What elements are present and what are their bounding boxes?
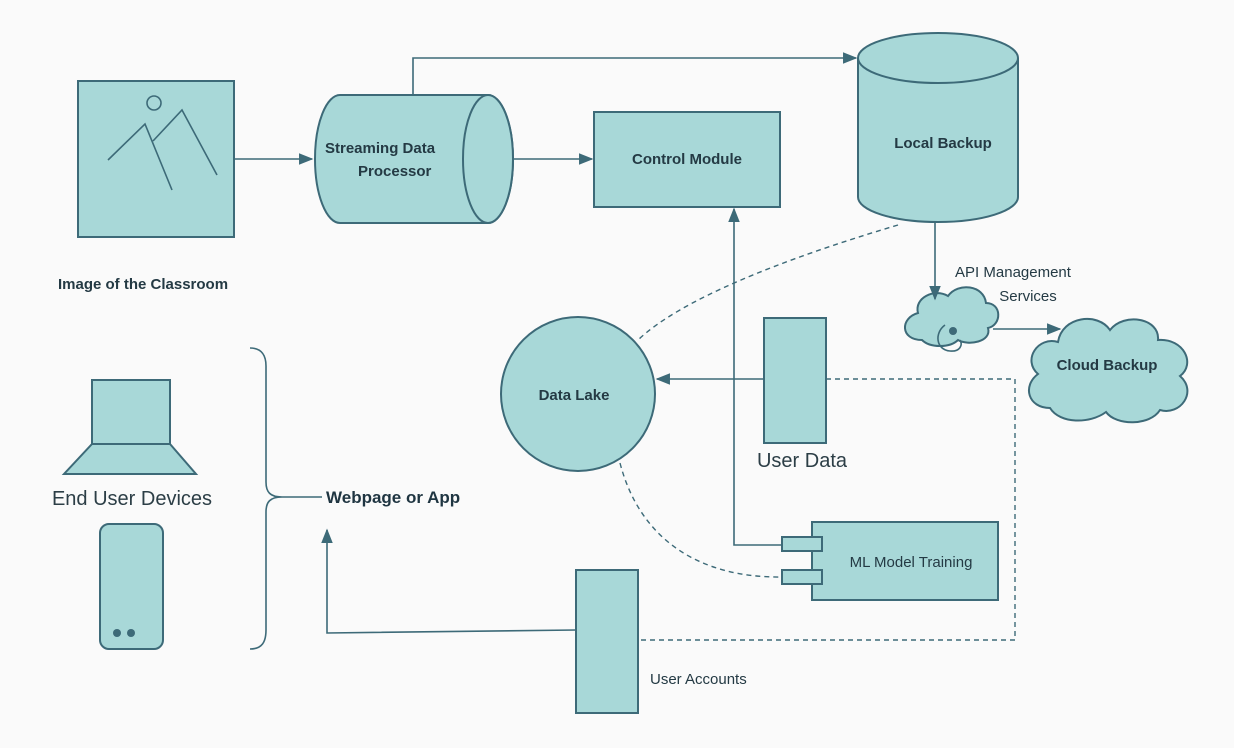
connectors bbox=[234, 52, 1062, 641]
user-data-label: User Data bbox=[757, 450, 848, 472]
api-management-node bbox=[904, 286, 1000, 352]
cloud-icon bbox=[904, 286, 1000, 347]
control-module-label: Control Module bbox=[632, 151, 742, 168]
user-accounts-label: User Accounts bbox=[650, 671, 747, 688]
data-lake-label: Data Lake bbox=[539, 387, 610, 404]
api-label-line1: API Management bbox=[955, 264, 1072, 281]
streaming-label-line2: Processor bbox=[358, 163, 432, 180]
devices-brace bbox=[249, 347, 283, 650]
end-user-devices-label: End User Devices bbox=[52, 488, 212, 510]
arrow-accounts-to-webpage bbox=[321, 528, 577, 634]
webpage-or-app-label: Webpage or App bbox=[326, 488, 460, 507]
local-backup-label: Local Backup bbox=[894, 135, 992, 152]
image-icon bbox=[107, 95, 218, 191]
dashed-userdata-to-accounts bbox=[638, 378, 1016, 641]
api-label-line2: Services bbox=[999, 288, 1057, 305]
ml-port-top bbox=[781, 536, 823, 552]
classroom-image-node bbox=[77, 80, 235, 238]
image-caption: Image of the Classroom bbox=[58, 276, 228, 293]
image-frame bbox=[77, 80, 235, 238]
arrow-ml-to-control bbox=[728, 207, 782, 546]
data-lake-node bbox=[500, 316, 656, 472]
streaming-data-processor-node bbox=[314, 94, 514, 224]
api-endpoint-dot bbox=[949, 327, 957, 335]
phone-icon bbox=[99, 523, 164, 650]
arrow-streaming-to-local-backup bbox=[412, 52, 858, 95]
streaming-label-line1: Streaming Data bbox=[325, 140, 436, 157]
dashed-local-to-datalake bbox=[637, 224, 899, 341]
laptop-icon bbox=[61, 379, 199, 475]
user-accounts-node bbox=[575, 569, 639, 714]
control-module-node bbox=[593, 111, 781, 208]
dashed-datalake-to-ml bbox=[619, 462, 783, 578]
local-backup-node bbox=[857, 32, 1019, 223]
ml-model-training-node bbox=[781, 521, 999, 601]
ml-model-label: ML Model Training bbox=[850, 554, 973, 571]
cloud-backup-node bbox=[1028, 317, 1189, 424]
ml-port-bottom bbox=[781, 569, 823, 585]
user-data-node bbox=[763, 317, 827, 444]
cloud-backup-label: Cloud Backup bbox=[1057, 357, 1158, 374]
